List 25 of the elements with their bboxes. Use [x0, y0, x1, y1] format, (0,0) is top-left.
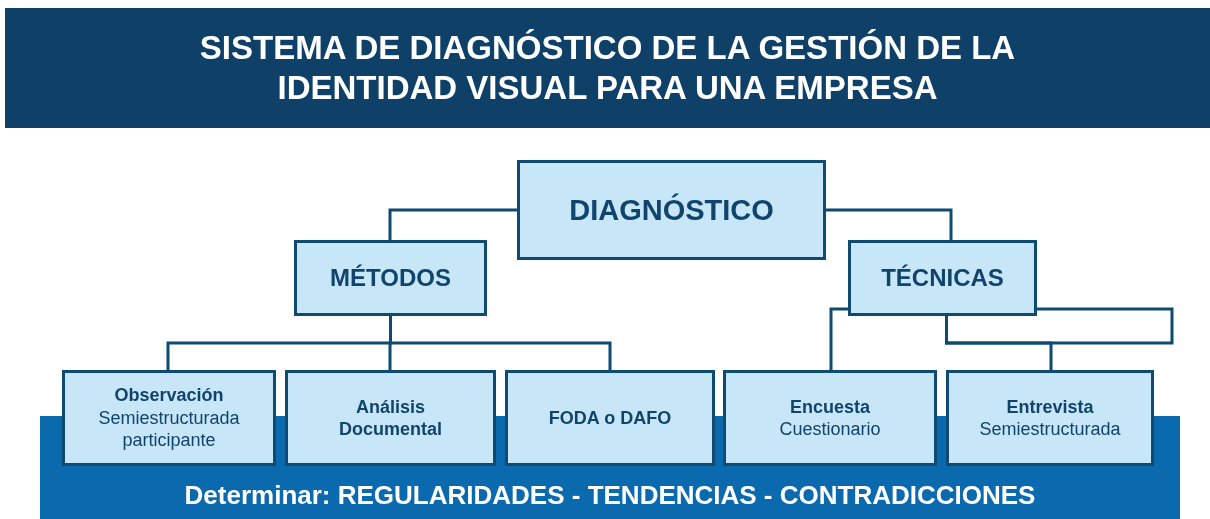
- title: SISTEMA DE DIAGNÓSTICO DE LA GESTIÓN DE LA IDENTIDAD VISUAL PARA UNA EMPRESA: [198, 28, 1017, 108]
- subheading-text: Cuestionario: [779, 418, 881, 441]
- heading-text: Encuesta: [789, 395, 870, 418]
- concept-box: [946, 370, 1154, 466]
- connector-line: [389, 316, 612, 370]
- heading-text: MÉTODOS: [330, 263, 451, 293]
- concept-box: [62, 370, 276, 466]
- concept-box: [505, 370, 715, 466]
- heading-text: Análisis Documental: [338, 395, 443, 441]
- subheading-text: Semiestructurada: [979, 418, 1121, 441]
- subheading-text: Semiestructurada participante: [97, 406, 241, 452]
- heading-text: DIAGNÓSTICO: [569, 192, 774, 228]
- concept-box: [285, 370, 496, 466]
- heading-text: Determinar: REGULARIDADES - TENDENCIAS - CONTRADICCIONES: [184, 478, 1036, 511]
- heading-text: TÉCNICAS: [881, 263, 1004, 293]
- concept-box: [517, 160, 826, 260]
- concept-box: [723, 370, 937, 466]
- connector-line: [826, 208, 953, 240]
- connector-line: [945, 316, 1053, 370]
- heading-text: Observación: [114, 384, 224, 407]
- connector-line: [388, 208, 517, 240]
- heading-text: FODA o DAFO: [548, 406, 672, 430]
- concept-box: [848, 240, 1037, 316]
- concept-box: [294, 240, 487, 316]
- heading-text: Entrevista: [1006, 395, 1094, 418]
